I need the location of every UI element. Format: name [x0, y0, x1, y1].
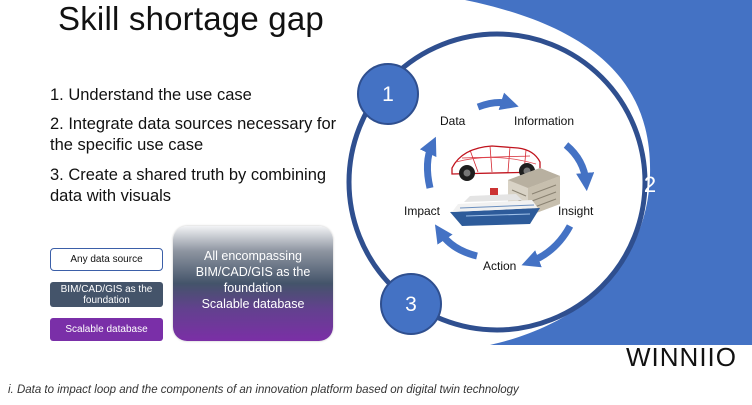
stack-line-4: Scalable database	[201, 297, 305, 311]
label-action: Action	[483, 259, 516, 273]
outer-ring	[346, 31, 648, 333]
label-insight: Insight	[558, 204, 594, 218]
circle-3-number: 3	[405, 293, 417, 316]
outer-crescent	[465, 0, 752, 345]
arrow-information-to-insight	[563, 142, 595, 192]
legend-bim-foundation: BIM/CAD/GIS as the foundation	[50, 282, 163, 307]
arrow-impact-to-data	[419, 136, 437, 189]
step-2-text: 2. Integrate data sources necessary for …	[50, 115, 337, 154]
circle-1-number: 1	[382, 83, 394, 106]
arrow-action-to-impact	[434, 224, 478, 260]
step-circle-3	[380, 273, 442, 335]
cruise-ship-image	[450, 188, 540, 226]
platform-stack-box: All encompassing BIM/CAD/GIS as the foun…	[173, 226, 333, 341]
legend-scalable-database: Scalable database	[50, 318, 163, 341]
step-1-text: 1. Understand the use case	[50, 86, 252, 104]
label-impact: Impact	[404, 204, 441, 218]
figure-caption: i. Data to impact loop and the component…	[8, 384, 519, 396]
label-information: Information	[514, 114, 574, 128]
data-to-impact-cycle: Data Information Insight Action Impact	[346, 0, 752, 345]
step-3-text: 3. Create a shared truth by combining da…	[50, 166, 327, 205]
winniio-logo: WINNIIO	[626, 342, 737, 372]
legend-any-data-source: Any data source	[50, 248, 163, 271]
arrow-data-to-information	[476, 92, 519, 111]
circle-2-number: 2	[644, 172, 656, 197]
arrow-insight-to-action	[521, 224, 574, 268]
label-data: Data	[440, 114, 466, 128]
step-circle-1	[357, 63, 419, 125]
stack-line-1: All encompassing	[204, 249, 302, 263]
stack-line-2: BIM/CAD/GIS as the	[195, 265, 311, 279]
slide-title: Skill shortage gap	[58, 0, 324, 37]
stack-line-3: foundation	[223, 281, 283, 295]
